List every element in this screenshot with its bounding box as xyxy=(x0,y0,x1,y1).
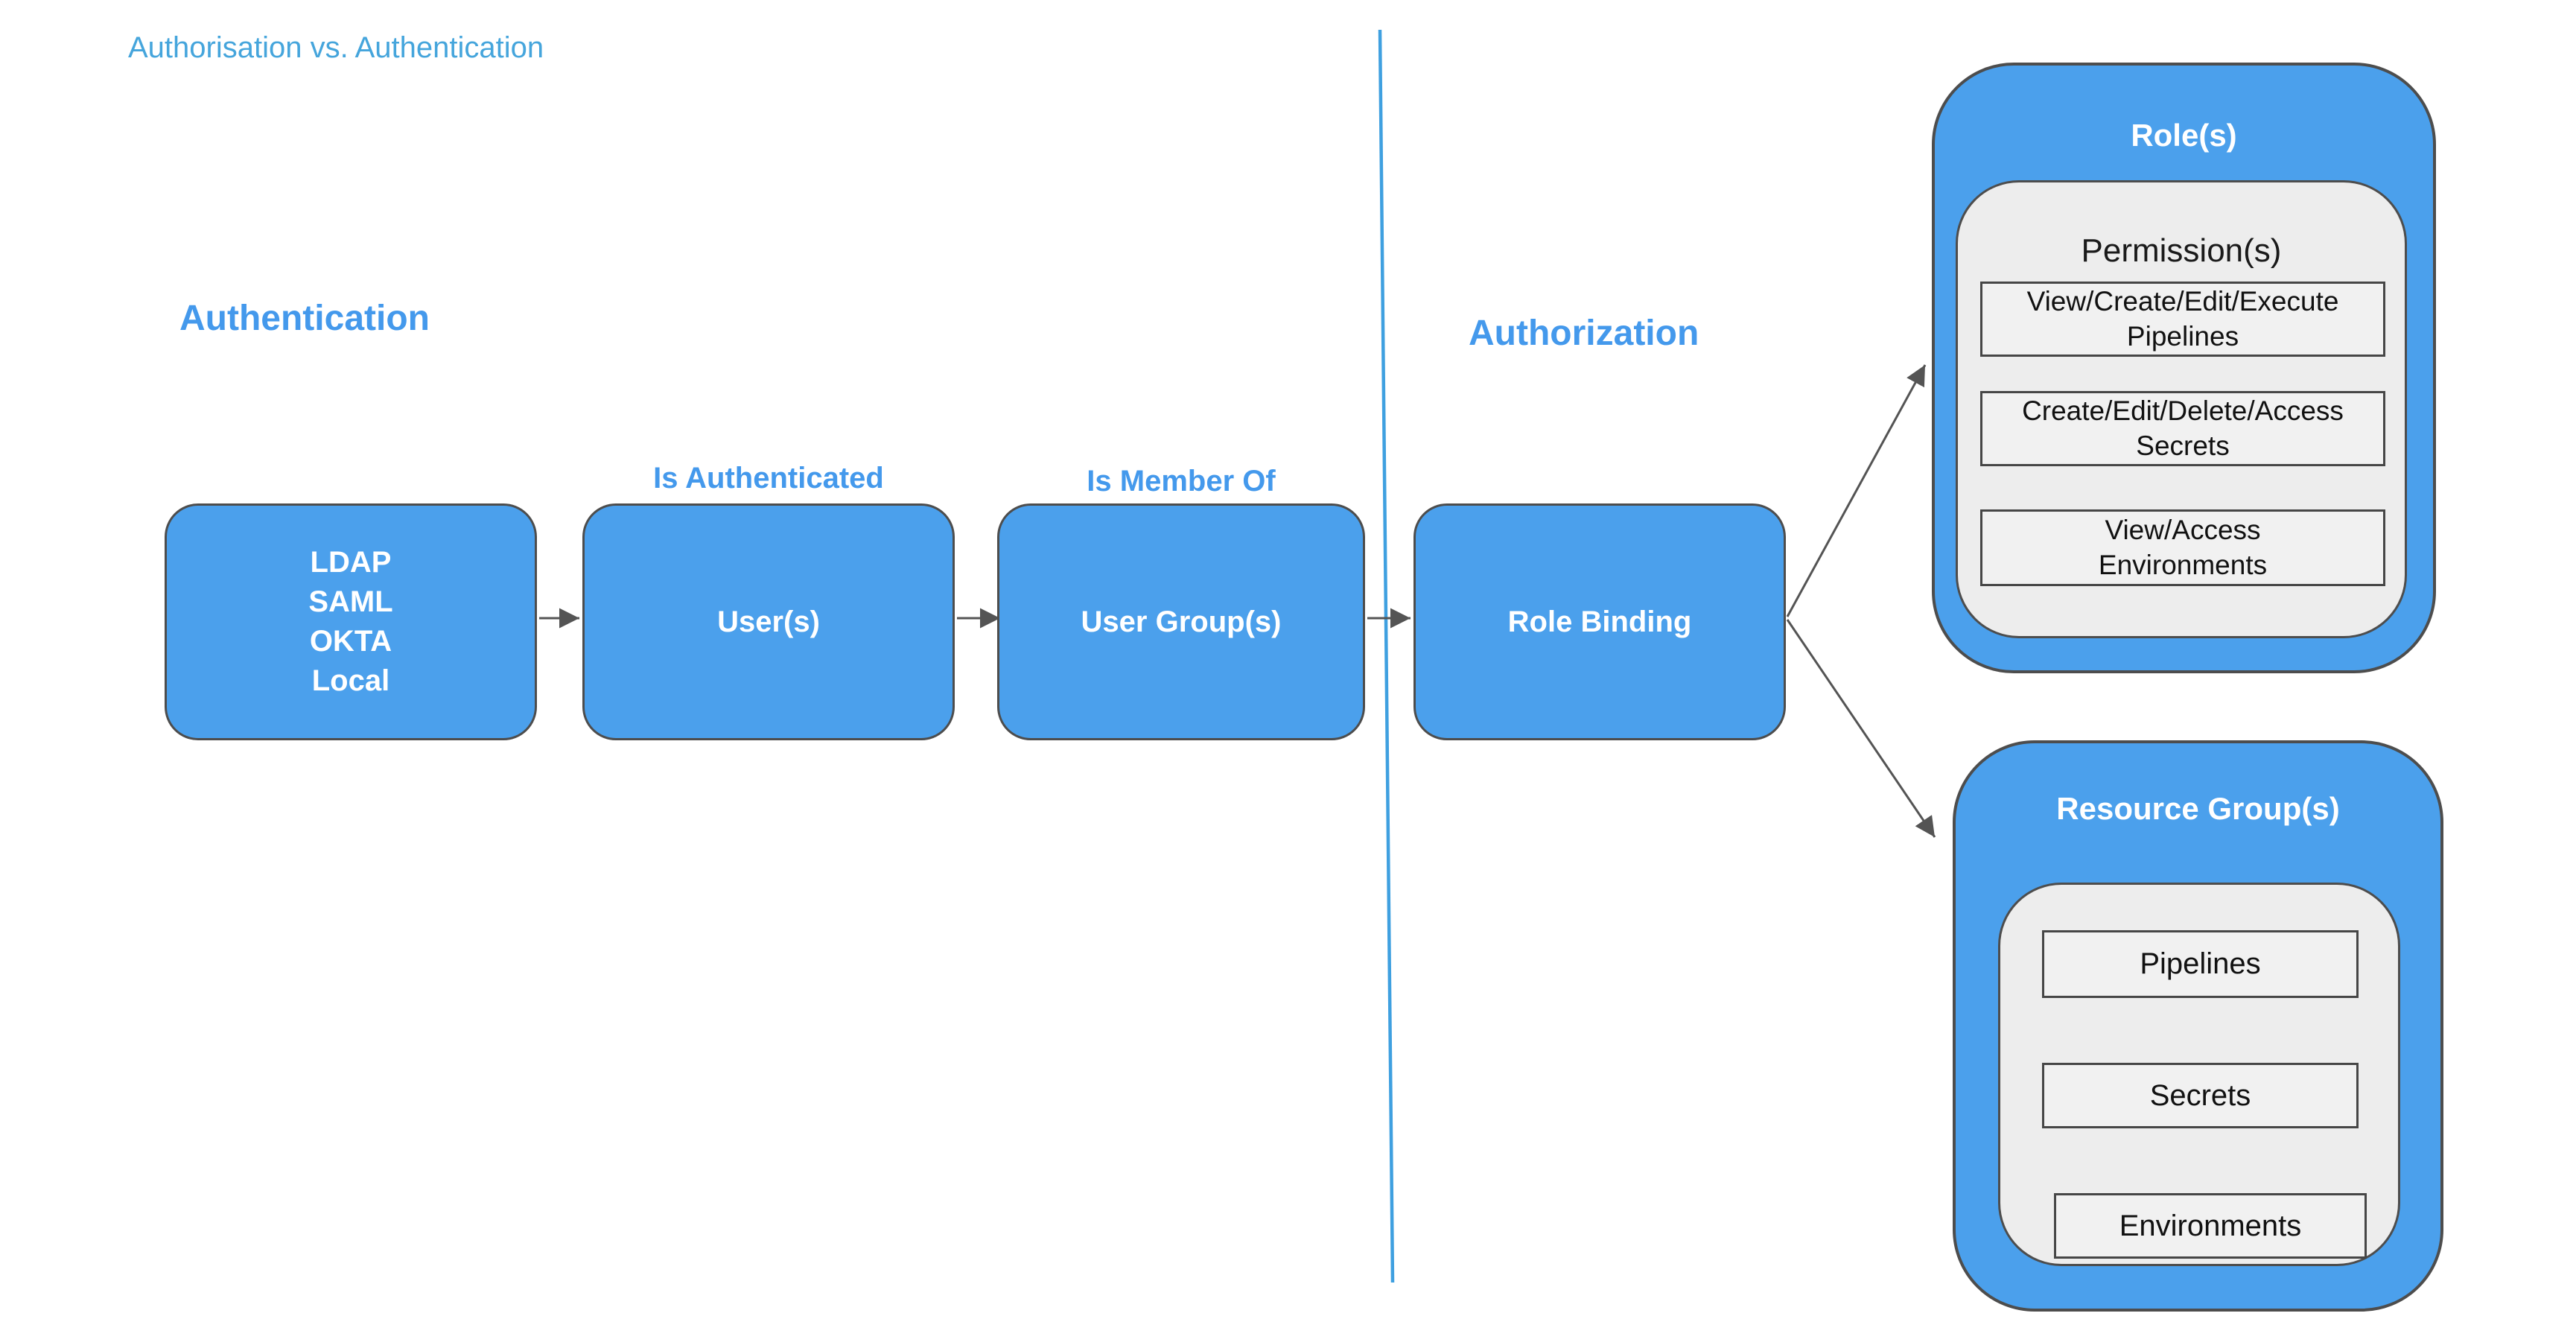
node-role-binding-label: Role Binding xyxy=(1507,605,1692,638)
node-identity-providers: LDAP SAML OKTA Local xyxy=(165,503,537,740)
node-users-label: User(s) xyxy=(717,605,820,638)
edge-label-is-authenticated: Is Authenticated xyxy=(653,462,884,495)
edge-label-is-member-of: Is Member Of xyxy=(1087,465,1276,498)
permission-text-line: Secrets xyxy=(2136,430,2230,461)
permission-text-line: Create/Edit/Delete/Access xyxy=(2022,395,2344,426)
resource-groups-panel-title: Resource Group(s) xyxy=(2056,791,2340,826)
identity-provider-line: Local xyxy=(311,664,390,697)
page-title: Authorisation vs. Authentication xyxy=(128,31,544,64)
identity-provider-line: LDAP xyxy=(310,546,392,579)
identity-provider-line: OKTA xyxy=(309,625,392,658)
permission-text-line: View/Create/Edit/Execute xyxy=(2026,285,2339,317)
resource-box-pipelines: Pipelines xyxy=(2042,930,2359,998)
node-user-groups: User Group(s) xyxy=(997,503,1365,740)
resource-text: Environments xyxy=(2119,1209,2302,1242)
authentication-heading: Authentication xyxy=(179,299,430,338)
arrow-rolebinding-to-resourcegroups xyxy=(1786,619,1936,838)
permission-text-line: Environments xyxy=(2098,549,2268,580)
resource-box-environments: Environments xyxy=(2054,1193,2367,1259)
node-user-groups-label: User Group(s) xyxy=(1081,605,1282,638)
resource-text: Secrets xyxy=(2149,1078,2251,1112)
permission-text-line: Pipelines xyxy=(2126,320,2239,352)
resource-text: Pipelines xyxy=(2140,947,2261,980)
node-role-binding: Role Binding xyxy=(1413,503,1786,740)
roles-panel-title: Role(s) xyxy=(2131,118,2237,153)
node-users: User(s) xyxy=(582,503,955,740)
identity-provider-line: SAML xyxy=(308,585,393,619)
permissions-title: Permission(s) xyxy=(2081,232,2282,269)
authorization-heading: Authorization xyxy=(1469,314,1699,353)
arrow-rolebinding-to-roles xyxy=(1786,364,1927,617)
permission-box-environments: View/Access Environments xyxy=(1980,509,2385,586)
section-divider-line xyxy=(1378,29,1395,1283)
permission-text-line: View/Access xyxy=(2105,514,2261,545)
resource-box-secrets: Secrets xyxy=(2042,1063,2359,1128)
permission-box-pipelines: View/Create/Edit/Execute Pipelines xyxy=(1980,282,2385,357)
permission-box-secrets: Create/Edit/Delete/Access Secrets xyxy=(1980,391,2385,466)
